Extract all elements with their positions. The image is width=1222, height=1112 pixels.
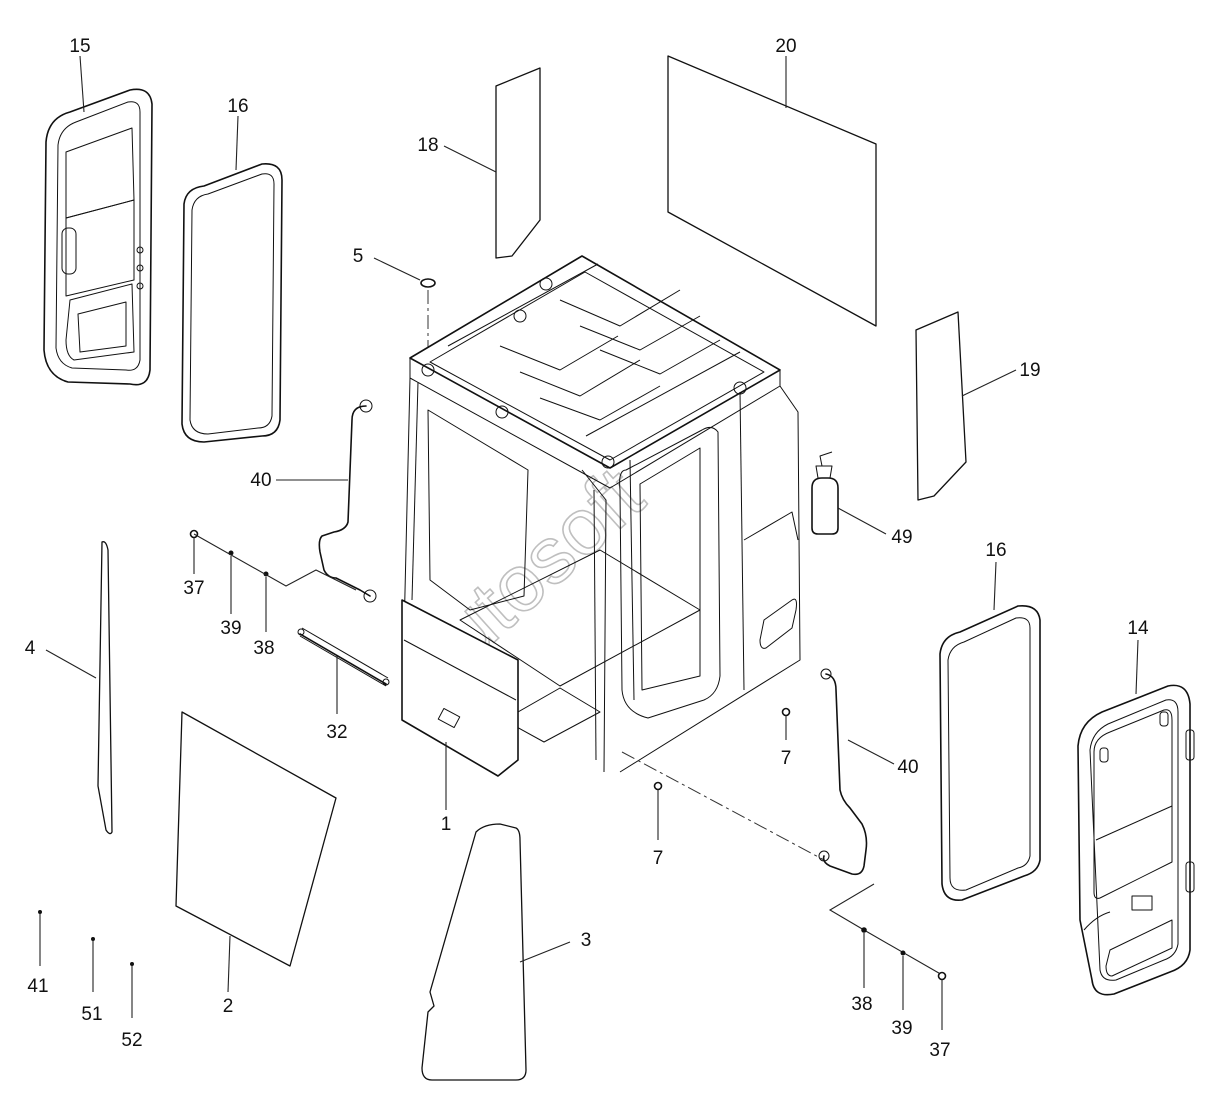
part-3-door-glass[interactable] xyxy=(421,823,527,1081)
callout-18: 18 xyxy=(417,135,438,156)
callout-15: 15 xyxy=(69,36,90,57)
part-20-roof-glass[interactable] xyxy=(667,55,877,327)
part-39-right-washer[interactable] xyxy=(900,950,906,956)
callout-4: 4 xyxy=(25,638,36,659)
callout-38-right: 38 xyxy=(851,994,872,1015)
fasteners-left xyxy=(189,529,357,591)
part-4-side-glass[interactable] xyxy=(97,541,113,835)
callout-37-right: 37 xyxy=(929,1040,950,1061)
callout-51: 51 xyxy=(81,1004,102,1025)
callout-32: 32 xyxy=(326,722,347,743)
leader-14 xyxy=(1135,639,1139,695)
part-19-glass[interactable] xyxy=(915,311,967,501)
part-16-right-seal[interactable] xyxy=(939,604,1041,901)
part-40-left-handrail[interactable] xyxy=(318,399,377,603)
leader-19 xyxy=(961,369,1017,397)
part-7-upper-screw[interactable] xyxy=(781,707,791,717)
leader-5 xyxy=(373,257,421,281)
leader-4 xyxy=(45,649,97,679)
part-16-left-seal[interactable] xyxy=(181,163,283,443)
callout-19: 19 xyxy=(1019,360,1040,381)
callout-3: 3 xyxy=(581,930,592,951)
callout-1: 1 xyxy=(441,814,452,835)
callout-7-lower: 7 xyxy=(653,848,664,869)
callout-40-left: 40 xyxy=(250,470,271,491)
part-18-glass[interactable] xyxy=(495,67,541,259)
fasteners-right xyxy=(828,883,947,981)
callout-41: 41 xyxy=(27,976,48,997)
callout-37-left: 37 xyxy=(183,578,204,599)
part-15-left-door[interactable] xyxy=(43,88,153,386)
leader-16-left xyxy=(235,115,239,171)
part-51[interactable] xyxy=(91,937,95,941)
leader-3 xyxy=(519,941,571,963)
callout-52: 52 xyxy=(121,1030,142,1051)
part-37-right-bolt[interactable] xyxy=(937,971,947,981)
leader-18 xyxy=(443,145,497,173)
leader-49 xyxy=(837,507,887,535)
callout-49: 49 xyxy=(891,527,912,548)
callout-39-left: 39 xyxy=(220,618,241,639)
part-40-right-handrail[interactable] xyxy=(818,668,868,876)
leader-2 xyxy=(227,935,231,993)
part-41[interactable] xyxy=(38,910,42,914)
callout-7-upper: 7 xyxy=(781,748,792,769)
part-1-cab-frame[interactable] xyxy=(401,255,801,777)
part-49-fire-extinguisher[interactable] xyxy=(811,451,839,535)
part-14-right-door[interactable] xyxy=(1077,684,1195,996)
part-5-cap[interactable] xyxy=(420,278,436,288)
callout-16-right: 16 xyxy=(985,540,1006,561)
callout-20: 20 xyxy=(775,36,796,57)
callout-16-left: 16 xyxy=(227,96,248,117)
callout-2: 2 xyxy=(223,996,234,1017)
part-2-front-glass[interactable] xyxy=(175,711,337,967)
callout-39-right: 39 xyxy=(891,1018,912,1039)
part-52[interactable] xyxy=(130,962,134,966)
leader-15 xyxy=(79,55,85,113)
centerline-7 xyxy=(621,751,825,861)
leader-40-right xyxy=(847,739,895,765)
part-7-lower-screw[interactable] xyxy=(653,781,663,791)
callout-5: 5 xyxy=(353,246,364,267)
callout-14: 14 xyxy=(1127,618,1149,639)
leader-16-right xyxy=(993,561,997,611)
callout-40-right: 40 xyxy=(897,757,918,778)
callout-38-left: 38 xyxy=(253,638,274,659)
part-38-right-nut[interactable] xyxy=(861,927,867,933)
part-32-rod[interactable] xyxy=(297,627,390,687)
